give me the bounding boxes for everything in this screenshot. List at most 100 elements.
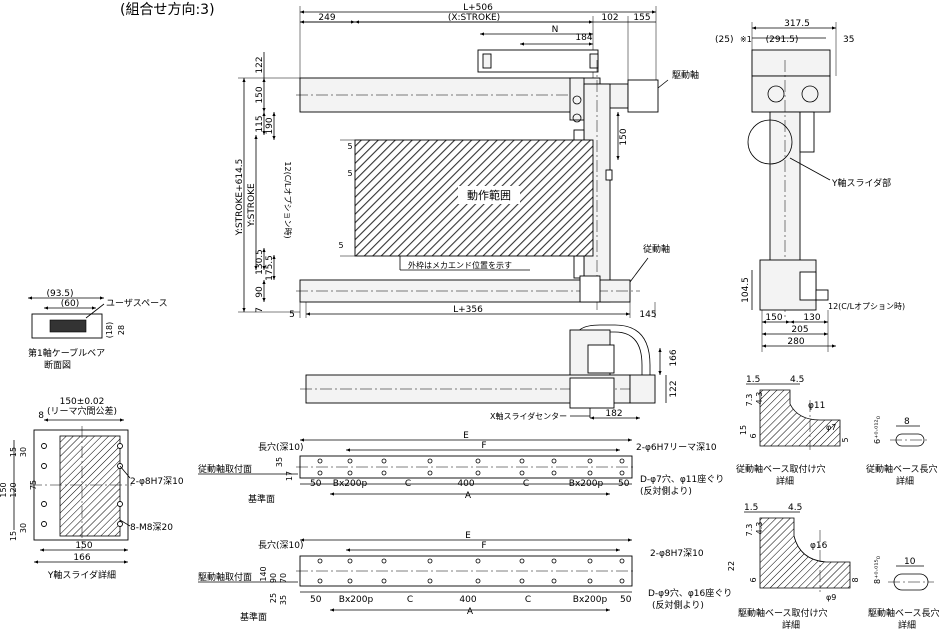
detail-driven-mount-hole: 1.5 4.5 φ11 7.3 4.3 15 6 φ7 5 従動軸ベース取付け穴… <box>736 375 850 487</box>
dim-y-overall: Y:STROKE+614.5 <box>235 159 245 237</box>
side-dim-280: 280 <box>787 337 804 347</box>
dim-n: N <box>552 25 559 35</box>
dim-102: 102 <box>601 13 618 23</box>
label-driven-shaft: 従動軸 <box>643 243 670 255</box>
bottom-view: 166 122 182 X軸スライダセンター <box>300 324 679 421</box>
ys-caption: Y軸スライダ詳細 <box>47 569 116 581</box>
side-dim-205: 205 <box>791 325 808 335</box>
d1-caption-1: 従動軸ベース取付け穴 <box>736 463 826 475</box>
d3-phi16: φ16 <box>810 541 828 551</box>
ys-dim-120: 120 <box>9 482 18 497</box>
dim-175-5: 175.5 <box>265 255 275 281</box>
b2-hole-1: D-φ9穴、φ16座ぐり <box>648 587 732 599</box>
b2-c-1: C <box>407 595 413 605</box>
d3-6: 6 <box>749 577 758 582</box>
dim-7: 7 <box>255 307 265 313</box>
dim-5-c: 5 <box>338 241 343 250</box>
cable-dim-18: (18) <box>105 322 114 338</box>
b1-pin: 2-φ6H7リーマ深10 <box>636 442 717 453</box>
d3-8: 8 <box>851 577 860 582</box>
d2-tol: 6⁺⁰·⁰¹²₀ <box>873 416 882 444</box>
d1-phi11: φ11 <box>808 401 825 411</box>
d1-7-3: 7.3 <box>745 394 754 407</box>
dim-5-a: 5 <box>347 142 352 151</box>
dim-184: 184 <box>575 33 592 43</box>
dim-5-b: 5 <box>347 169 352 178</box>
d1-4-3: 4.3 <box>755 392 764 405</box>
d2-caption-2: 詳細 <box>896 475 914 487</box>
d3-1-5: 1.5 <box>744 503 758 513</box>
dim-115: 115 <box>255 115 265 132</box>
dim-x-stroke: (X:STROKE) <box>448 13 500 23</box>
detail-drive-mount-hole: 1.5 4.5 φ16 7.3 4.3 22 6 φ9 8 駆動軸ベース取付け穴… <box>727 503 860 631</box>
label-operation-range: 動作範囲 <box>467 188 511 202</box>
dim-190: 190 <box>265 117 275 134</box>
dim-130-5: 130.5 <box>255 249 265 275</box>
side-dim-25: (25) <box>715 35 733 45</box>
ys-dim-150: 150 <box>0 482 8 497</box>
base-plate-drive: E F 長穴(深10) 2-φ8H7深10 駆動軸取付面 140 90 70 2… <box>198 531 732 623</box>
side-dim-317-5: 317.5 <box>784 19 810 29</box>
d3-phi9: φ9 <box>826 593 836 602</box>
d4-caption-1: 駆動軸ベース長穴 <box>868 607 940 619</box>
b1-bx-2: Bx200p <box>569 479 604 489</box>
b1-d50-b: 50 <box>618 479 630 489</box>
b1-d35: 35 <box>275 457 284 467</box>
d1-6: 6 <box>749 433 758 438</box>
y-slider-detail: 150±0.02 (リーマ穴間公差) 8 15 30 150 120 75 30… <box>0 397 184 581</box>
b2-pin: 2-φ8H7深10 <box>650 548 704 559</box>
dim-option-12: 12(C/Lオプション時) <box>283 161 292 238</box>
b1-c-1: C <box>405 479 411 489</box>
detail-driven-slot: 8 6⁺⁰·⁰¹²₀ 従動軸ベース長穴 詳細 <box>866 416 938 487</box>
b1-a: A <box>465 491 472 501</box>
b2-c-2: C <box>525 595 531 605</box>
b2-d35: 35 <box>279 595 288 605</box>
d3-7-3: 7.3 <box>745 524 754 537</box>
d4-10: 10 <box>904 557 916 567</box>
b1-e: E <box>463 431 469 441</box>
side-view: 317.5 (25) ※1 (291.5) 35 Y軸スライダ部 104.5 1… <box>715 19 905 352</box>
b2-f: F <box>481 541 486 551</box>
b2-a: A <box>467 607 474 617</box>
d3-caption-2: 詳細 <box>782 619 800 631</box>
cable-dim-93-5: (93.5) <box>46 289 73 299</box>
b2-ref: 基準面 <box>240 611 267 623</box>
dim-bottom-145: 145 <box>639 310 656 320</box>
b1-d400: 400 <box>457 479 474 489</box>
ys-dim-75: 75 <box>29 480 38 490</box>
d4-tol: 8⁺⁰·⁰¹⁵₀ <box>873 556 882 584</box>
b2-bx-2: Bx200p <box>573 595 608 605</box>
cable-caption-2: 断面図 <box>44 359 71 371</box>
d1-phi7: φ7 <box>826 423 836 432</box>
ys-dim-150-tol: 150±0.02 <box>60 397 105 407</box>
drawing-title: (組合せ方向:3) <box>120 2 215 18</box>
dim-150-right: 150 <box>619 128 629 145</box>
d3-4-3: 4.3 <box>755 522 764 535</box>
side-dim-291-5: (291.5) <box>766 35 799 45</box>
b1-c-2: C <box>523 479 529 489</box>
b1-bx-1: Bx200p <box>333 479 368 489</box>
b2-d25: 25 <box>269 593 278 603</box>
d1-5: 5 <box>841 437 850 442</box>
bottom-dim-122: 122 <box>669 380 679 397</box>
d3-22: 22 <box>727 561 736 571</box>
side-dim-mark: ※1 <box>740 35 752 44</box>
side-dim-150: 150 <box>765 313 782 323</box>
bottom-dim-166: 166 <box>669 349 679 366</box>
b2-d90: 90 <box>269 573 278 583</box>
b2-hole-2: (反対側より) <box>652 599 704 611</box>
cable-caption-1: 第1軸ケーブルベア <box>28 347 105 359</box>
d1-15: 15 <box>739 425 748 435</box>
b1-hole-1: D-φ7穴、φ11座ぐり <box>640 473 724 485</box>
dim-l-356: L+356 <box>453 305 483 315</box>
b1-slot: 長穴(深10) <box>258 441 303 453</box>
ys-dim-tol-note: (リーマ穴間公差) <box>47 405 117 417</box>
label-mech-end-note: 外枠はメカエンド位置を示す <box>408 260 512 270</box>
cable-dim-60: (60) <box>61 299 79 309</box>
d1-4-5: 4.5 <box>790 375 804 385</box>
b1-mount-face: 従動軸取付面 <box>198 463 252 475</box>
b1-d17: 17 <box>285 471 294 481</box>
side-dim-35: 35 <box>843 35 854 45</box>
b2-d50-b: 50 <box>620 595 632 605</box>
